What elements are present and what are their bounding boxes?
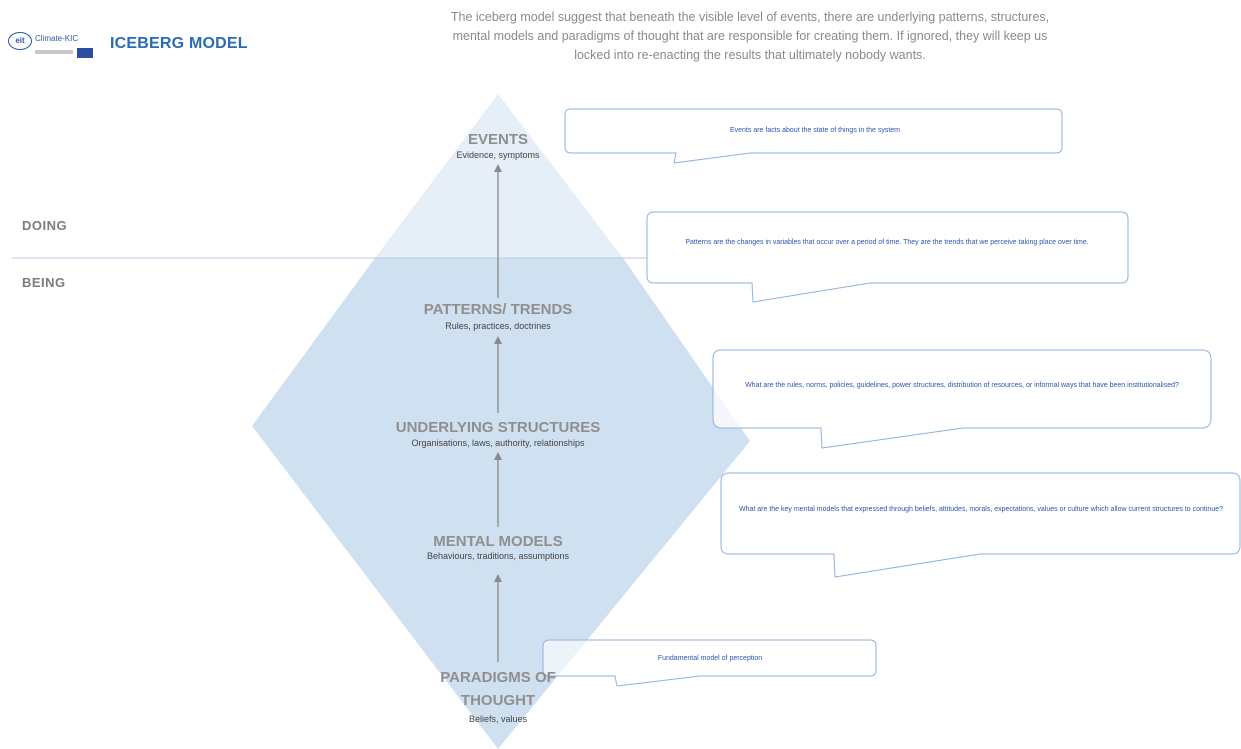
level-paradigms-title-line1: PARADIGMS OF [440, 669, 556, 686]
level-events-title: EVENTS [467, 131, 528, 148]
level-paradigms-subtitle: Beliefs, values [468, 714, 528, 724]
note-bubble-events [564, 108, 1063, 164]
level-mental-models-subtitle: Behaviours, traditions, assumptions [426, 551, 570, 561]
arrow-head-3 [494, 452, 502, 460]
note-bubble-mental-models [720, 472, 1241, 578]
note-structures: What are the rules, norms, policies, gui… [745, 382, 1179, 389]
note-bubble-structures [712, 349, 1212, 449]
page-title: ICEBERG MODEL [110, 35, 248, 52]
arrow-head-4 [494, 574, 502, 582]
level-structures-title: UNDERLYING STRUCTURES [395, 419, 601, 436]
level-structures-subtitle: Organisations, laws, authority, relation… [411, 438, 585, 448]
note-bubble-paradigms [542, 639, 877, 687]
arrow-head-2 [494, 336, 502, 344]
level-paradigms-title-line2: THOUGHT [460, 692, 536, 709]
logo-text: Climate-KIC [35, 34, 79, 43]
level-arrows [494, 164, 502, 662]
note-patterns: Patterns are the changes in variables th… [685, 239, 1089, 246]
note-mental-models: What are the key mental models that expr… [738, 506, 1224, 513]
intro-text: The iceberg model suggest that beneath t… [450, 10, 1050, 62]
iceberg-body [252, 258, 750, 749]
being-label: BEING [22, 275, 66, 290]
iceberg-tip [375, 94, 623, 258]
arrow-head-1 [494, 164, 502, 172]
note-bubble-patterns [646, 211, 1129, 303]
level-events-subtitle: Evidence, symptoms [456, 150, 540, 160]
level-mental-models-title: MENTAL MODELS [433, 533, 563, 550]
level-patterns-title: PATTERNS/ TRENDS [423, 301, 573, 318]
logo-subline [35, 50, 73, 54]
climate-kic-logo: eit Climate-KIC [8, 30, 93, 62]
eu-flag-icon [77, 48, 93, 58]
note-paradigms: Fundamental model of perception [657, 655, 763, 662]
level-patterns-subtitle: Rules, practices, doctrines [445, 321, 551, 331]
doing-label: DOING [22, 218, 68, 233]
note-events: Events are facts about the state of thin… [729, 127, 901, 134]
eit-badge: eit [8, 32, 32, 50]
